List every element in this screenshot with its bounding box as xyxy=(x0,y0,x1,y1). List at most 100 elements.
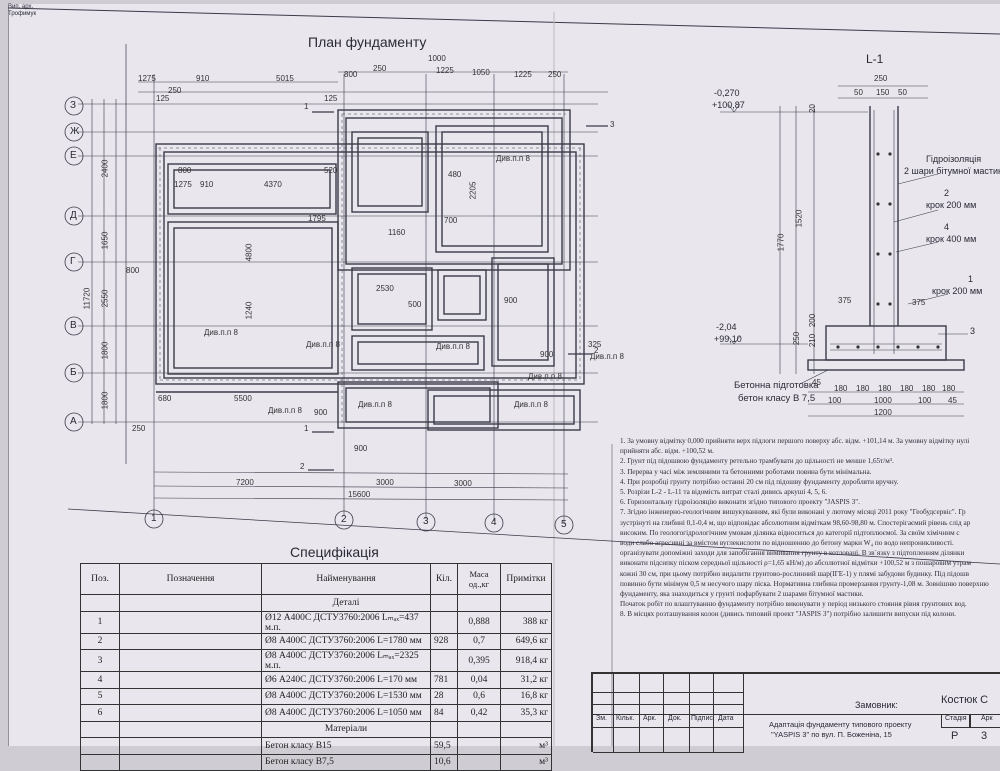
dimension-label: 375 xyxy=(838,296,852,305)
spec-cell: 0,42 xyxy=(457,704,501,722)
dimension-label: 5015 xyxy=(276,74,294,83)
dimension-label: 1225 xyxy=(436,66,454,75)
dimension-label: 800 xyxy=(126,266,140,275)
dimension-label: 900 xyxy=(540,350,554,359)
dimension-label: 210 xyxy=(808,333,818,348)
callout-text: 4 xyxy=(944,222,950,232)
level-mark: -0,270 xyxy=(714,88,740,98)
note-line: 8. В місцях розташування колон (дивись т… xyxy=(620,610,956,619)
spec-cell: Бетон класу В7,5 xyxy=(261,753,431,771)
note-line: високим. По геологогідрологічним умовам … xyxy=(620,528,960,537)
spec-cell: 1 xyxy=(80,610,120,634)
note-ref: Див.п.п 8 xyxy=(496,154,530,163)
spec-cell: Ø8 А400С ДСТУ3760:2006 L=1530 мм xyxy=(261,687,431,705)
dimension-label: 5500 xyxy=(234,394,252,403)
project-title: Адаптація фундаменту типового проекту xyxy=(769,720,912,729)
note-ref: Див.п.п 8 xyxy=(528,372,562,381)
dimension-label: 250 xyxy=(874,74,888,83)
dimension-label: 1275 xyxy=(174,180,192,189)
section-marker: 1 xyxy=(304,424,309,433)
stamp-col-label: Док. xyxy=(668,715,682,722)
axis-label: Е xyxy=(70,150,77,161)
level-mark: -2,04 xyxy=(716,322,737,332)
note-line: 2. Грунт під підошвою фундаменту ретельн… xyxy=(620,457,894,466)
spec-cell: 35,3 кг xyxy=(500,704,552,722)
callout-text: бетон класу В 7,5 xyxy=(738,393,816,404)
spec-cell: м³ xyxy=(500,753,552,771)
general-notes: 1. За умовну відмітку 0,000 прийняти вер… xyxy=(620,436,1000,620)
axis-label: 3 xyxy=(423,516,429,527)
note-line: фундаменту, яка знаходиться у грунті поф… xyxy=(620,590,864,599)
note-line: 3. Перерва у часі між земляними та бетон… xyxy=(620,467,872,476)
spec-cell: 16,8 кг xyxy=(500,687,552,705)
spec-title: Специфікація xyxy=(290,544,379,560)
table-row: 4 Ø6 А240С ДСТУ3760:2006 L=170 мм 781 0,… xyxy=(80,671,552,689)
dimension-label: 100 xyxy=(828,396,842,405)
callout-text: крок 400 мм xyxy=(926,234,977,244)
dimension-label: 900 xyxy=(314,408,328,417)
dimension-label: 180 xyxy=(942,384,956,393)
dimension-label: 1200 xyxy=(874,408,892,417)
spec-cell: Ø8 А400С ДСТУ3760:2006 Lₘₐₓ=2325 м.п. xyxy=(261,649,431,672)
dimension-label: 15600 xyxy=(348,490,371,499)
note-ref: Див.п.п 8 xyxy=(306,340,340,349)
stage-value: Р xyxy=(951,730,959,742)
dimension-label: 1225 xyxy=(514,70,532,79)
sheet-value: 3 xyxy=(981,730,988,742)
level-mark: +100,87 xyxy=(712,100,745,110)
spec-cell: 0,04 xyxy=(457,671,501,689)
callout-text: 2 xyxy=(944,188,950,198)
axis-label: Ж xyxy=(70,126,80,137)
dimension-label: 680 xyxy=(158,394,172,403)
stamp-col-label: Дата xyxy=(718,715,734,722)
table-row: 6 Ø8 А400С ДСТУ3760:2006 L=1050 мм 84 0,… xyxy=(80,704,552,722)
dimension-label: 800 xyxy=(344,70,358,79)
note-ref: Див.п.п 8 xyxy=(590,352,624,361)
stamp-col-label: Арк. xyxy=(643,715,657,722)
spec-cell: Ø12 А400С ДСТУ3760:2006 Lₘₐₓ=437 м.п. xyxy=(261,610,431,634)
spec-header: Маса од.,кг xyxy=(457,563,501,595)
axis-label: 1 xyxy=(151,513,157,524)
note-line: прийняти абс. відм. +100,52 м. xyxy=(620,447,714,456)
note-line: 4. При розробці грунту потрібно останні … xyxy=(620,477,899,486)
corner-stamp: Вип. арх. xyxy=(8,4,34,10)
specification-table: Поз. Позначення Найменування Кіл. Маса о… xyxy=(80,563,552,771)
section-marker: 1 xyxy=(304,102,309,111)
axis-label: 2 xyxy=(341,514,347,525)
callout-text: 3 xyxy=(970,326,976,336)
section-marker: 2 xyxy=(594,346,599,355)
spec-cell: 928 xyxy=(430,632,458,650)
dimension-label: 1000 xyxy=(874,396,892,405)
table-row: Деталі xyxy=(80,594,552,612)
callout-text: 1 xyxy=(968,274,974,284)
table-row: Бетон класу В7,5 10,6 м³ xyxy=(80,753,552,771)
dimension-label: 3000 xyxy=(454,479,472,488)
note-ref: Див.п.п 8 xyxy=(436,342,470,351)
note-line: організувати допоміжні заходи для запобі… xyxy=(620,549,965,558)
axis-label: Г xyxy=(70,256,76,267)
dimension-label: 125 xyxy=(324,94,338,103)
dimension-label: 1000 xyxy=(428,54,446,63)
dimension-label: 180 xyxy=(922,384,936,393)
spec-cell: Ø8 А400С ДСТУ3760:2006 L=1050 мм xyxy=(261,704,431,722)
spec-cell: Ø8 А400С ДСТУ3760:2006 L=1780 мм xyxy=(261,632,431,650)
level-mark: +99,10 xyxy=(714,334,742,344)
spec-cell: 84 xyxy=(430,704,458,722)
dimension-label: 1650 xyxy=(100,231,110,250)
dimension-label: 1795 xyxy=(308,214,326,223)
dimension-label: 910 xyxy=(196,74,210,83)
spec-header: Поз. xyxy=(80,563,120,595)
dimension-label: 250 xyxy=(132,424,146,433)
spec-cell: 2 xyxy=(80,632,120,650)
note-line: 1. За умовну відмітку 0,000 прийняти вер… xyxy=(620,437,970,445)
table-row: Матеріали xyxy=(80,720,552,738)
dimension-label: 45 xyxy=(812,378,821,387)
spec-cell: 5 xyxy=(80,687,120,705)
dimension-label: 250 xyxy=(373,64,387,73)
dimension-label: 1770 xyxy=(776,233,786,252)
dimension-label: 2205 xyxy=(468,181,478,200)
dimension-label: 250 xyxy=(792,331,802,346)
dimension-label: 1050 xyxy=(472,68,490,77)
spec-header: Найменування xyxy=(261,563,431,595)
dimension-label: 4800 xyxy=(244,243,254,262)
